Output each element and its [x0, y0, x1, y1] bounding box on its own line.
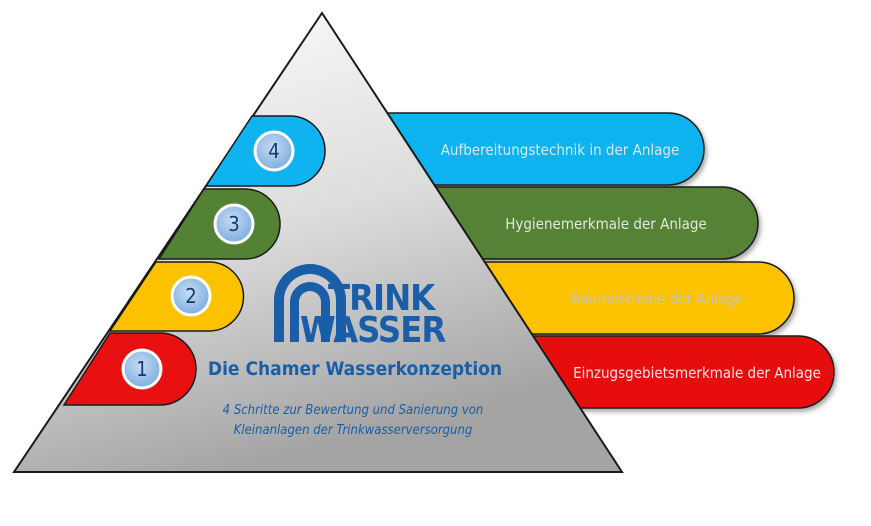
- subtitle-line-1: 4 Schritte zur Bewertung und Sanierung v…: [223, 403, 484, 418]
- badge-step-4: 4: [253, 130, 295, 172]
- trinkwasser-logo: TRINK WASSER: [274, 264, 447, 351]
- badge-circle: [253, 130, 295, 172]
- water-pipe-icon-inner: [290, 282, 330, 342]
- page-title: Die Chamer Wasserkonzeption: [208, 358, 502, 380]
- badge-number-4: 4: [268, 139, 279, 163]
- badge-circle: [213, 203, 255, 245]
- water-pipe-icon: [274, 264, 346, 342]
- band-label-step-1: Einzugsgebietsmerkmale der Anlage: [573, 364, 821, 382]
- badge-step-1: 1: [121, 348, 163, 390]
- badge-step-2: 2: [170, 275, 212, 317]
- logo-text-wasser: WASSER: [300, 310, 446, 351]
- band-label-step-4: Aufbereitungstechnik in der Anlage: [441, 141, 680, 159]
- badge-circle: [170, 275, 212, 317]
- badge-step-3: 3: [213, 203, 255, 245]
- band-label-step-3: Hygienemerkmale der Anlage: [505, 215, 707, 233]
- badge-circle: [121, 348, 163, 390]
- band-step-4: [387, 112, 705, 186]
- logo-text-trink: TRINK: [328, 278, 437, 319]
- band-step-2: [469, 261, 795, 335]
- badge-number-2: 2: [185, 284, 196, 308]
- badge-number-3: 3: [228, 212, 239, 236]
- badge-number-1: 1: [136, 357, 147, 381]
- band-step-3: [419, 186, 759, 260]
- band-step-1: [519, 335, 835, 409]
- band-label-step-2: Baumerkmale der Anlage: [571, 290, 743, 308]
- subtitle-line-2: Kleinanlagen der Trinkwasserversorgung: [234, 423, 473, 438]
